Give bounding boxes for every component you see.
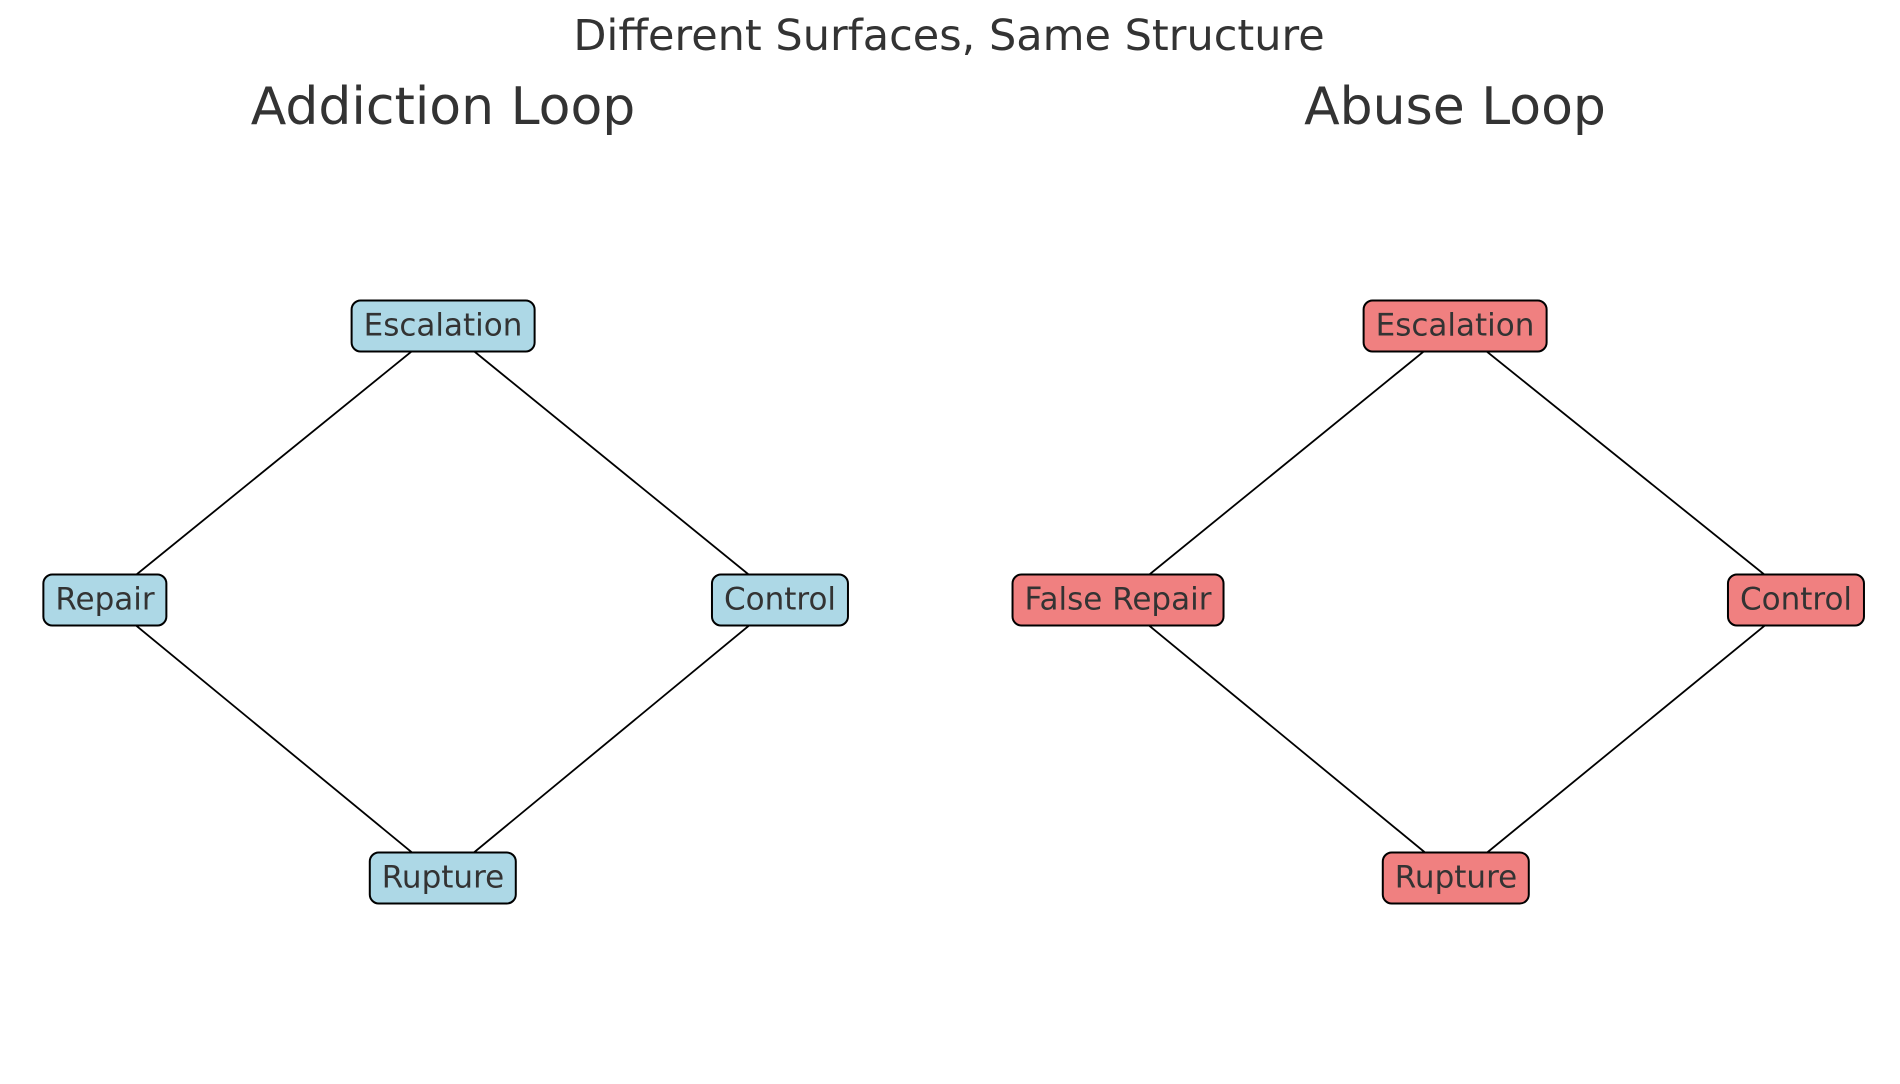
node-abuse-escalation: Escalation	[1362, 299, 1548, 353]
node-abuse-rupture: Rupture	[1381, 851, 1531, 905]
abuse-loop-title: Abuse Loop	[1304, 77, 1606, 137]
edge-abuse-escalation-false-repair	[1117, 325, 1456, 601]
edge-abuse-escalation-control	[1454, 325, 1797, 601]
node-addiction-control: Control	[710, 573, 850, 627]
edge-addiction-repair-rupture	[104, 599, 444, 879]
node-abuse-false-repair: False Repair	[1011, 573, 1225, 627]
figure-title: Different Surfaces, Same Structure	[573, 11, 1325, 61]
node-addiction-escalation: Escalation	[350, 299, 536, 353]
edge-abuse-control-rupture	[1455, 599, 1797, 879]
edge-abuse-false-repair-rupture	[1117, 599, 1457, 879]
node-addiction-repair: Repair	[42, 573, 168, 627]
node-abuse-control: Control	[1726, 573, 1866, 627]
addiction-loop-title: Addiction Loop	[250, 77, 636, 137]
edge-addiction-control-rupture	[442, 599, 781, 879]
edge-addiction-escalation-control	[442, 325, 781, 601]
edge-addiction-escalation-repair	[104, 325, 444, 601]
node-addiction-rupture: Rupture	[368, 851, 518, 905]
